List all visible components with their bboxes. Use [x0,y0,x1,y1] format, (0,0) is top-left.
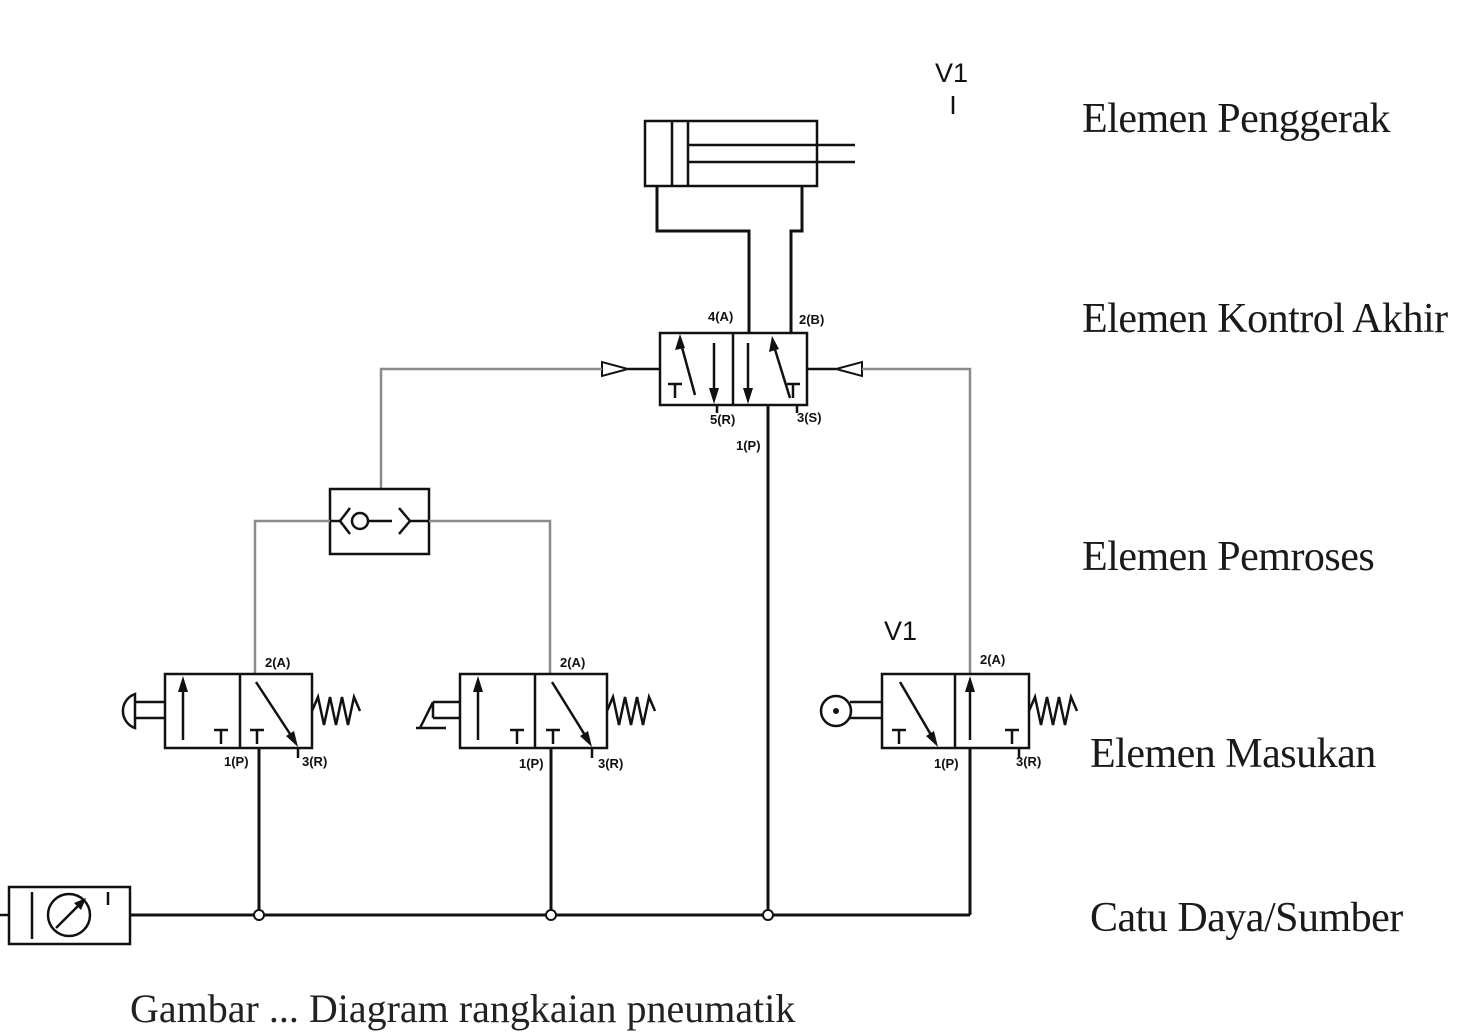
level-label-supply: Catu Daya/Sumber [1090,895,1403,941]
cylinder-tag: V1 [935,58,968,114]
roller-port-a: 2(A) [980,652,1005,667]
pilot-line-left [379,367,602,489]
pedal-port-p: 1(P) [519,756,544,771]
roller-valve-tag: V1 [884,616,917,646]
roller-port-r: 3(R) [1016,754,1041,769]
cylinder-tag-text: V1 [935,58,968,88]
level-label-input: Elemen Masukan [1090,731,1376,777]
figure-caption: Gambar ... Diagram rangkaian pneumatik [130,986,796,1031]
pushbutton-port-p: 1(P) [224,754,249,769]
pilot-line-or-left [253,519,330,674]
level-label-final-control: Elemen Kontrol Akhir [1082,296,1448,342]
pilot-line-or-right [429,519,552,674]
shuttle-or-valve [328,487,431,556]
pushbutton-3-2-valve [121,672,362,758]
main-5-2-valve [601,331,863,413]
main-valve-port-s: 3(S) [797,410,822,425]
main-valve-port-b: 2(B) [799,312,824,327]
level-label-actuator: Elemen Penggerak [1082,96,1391,142]
supply-lines [130,405,972,921]
line-port-a [655,186,751,333]
pneumatic-circuit-diagram: V1 4(A) 2(B) 5(R) 3(S) 1(P) [0,58,1448,1031]
double-acting-cylinder [643,119,855,188]
main-valve-port-a: 4(A) [708,309,733,324]
pedal-3-2-valve [416,672,657,758]
pilot-line-right [862,367,972,674]
line-port-b [789,186,804,333]
air-supply-unit [0,885,132,946]
level-label-processing: Elemen Pemroses [1082,534,1375,580]
circuit-svg: V1 4(A) 2(B) 5(R) 3(S) 1(P) [0,58,1079,946]
main-valve-port-p: 1(P) [736,438,761,453]
main-valve-port-r: 5(R) [710,412,735,427]
pedal-port-r: 3(R) [598,756,623,771]
pedal-port-a: 2(A) [560,655,585,670]
roller-3-2-valve [819,672,1079,758]
roller-port-p: 1(P) [934,756,959,771]
pushbutton-port-a: 2(A) [265,655,290,670]
pushbutton-port-r: 3(R) [302,754,327,769]
